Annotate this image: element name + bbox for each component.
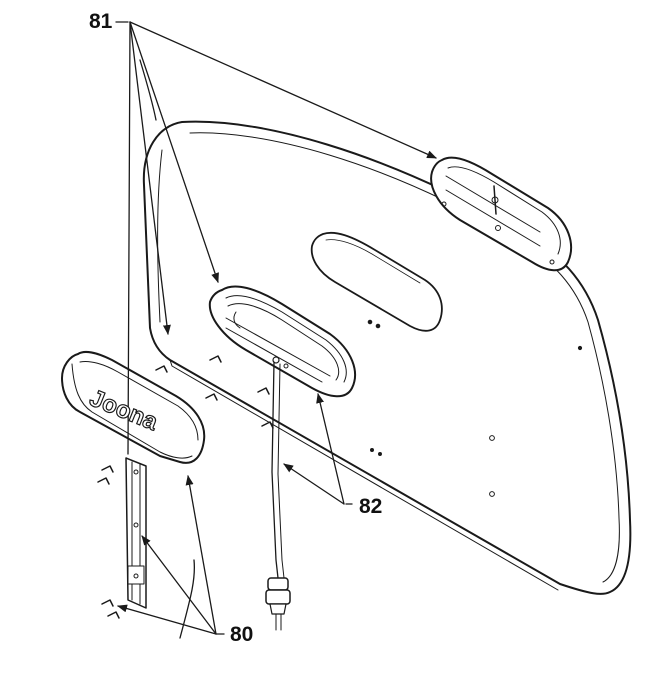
door-panel bbox=[142, 120, 632, 595]
screws bbox=[97, 355, 274, 619]
middle-vent-grille bbox=[208, 285, 356, 398]
callout-82-leaders bbox=[283, 393, 353, 505]
callout-label-80: 80 bbox=[230, 623, 254, 646]
cable-connector bbox=[265, 361, 291, 631]
callout-label-82: 82 bbox=[359, 495, 383, 518]
callout-label-81: 81 bbox=[89, 10, 113, 33]
callout-81-leaders bbox=[115, 21, 437, 455]
upper-vent-grille bbox=[430, 156, 573, 272]
mounting-bracket bbox=[125, 457, 147, 609]
callout-80-leaders bbox=[117, 475, 225, 639]
logo-badge-plate bbox=[61, 351, 206, 464]
